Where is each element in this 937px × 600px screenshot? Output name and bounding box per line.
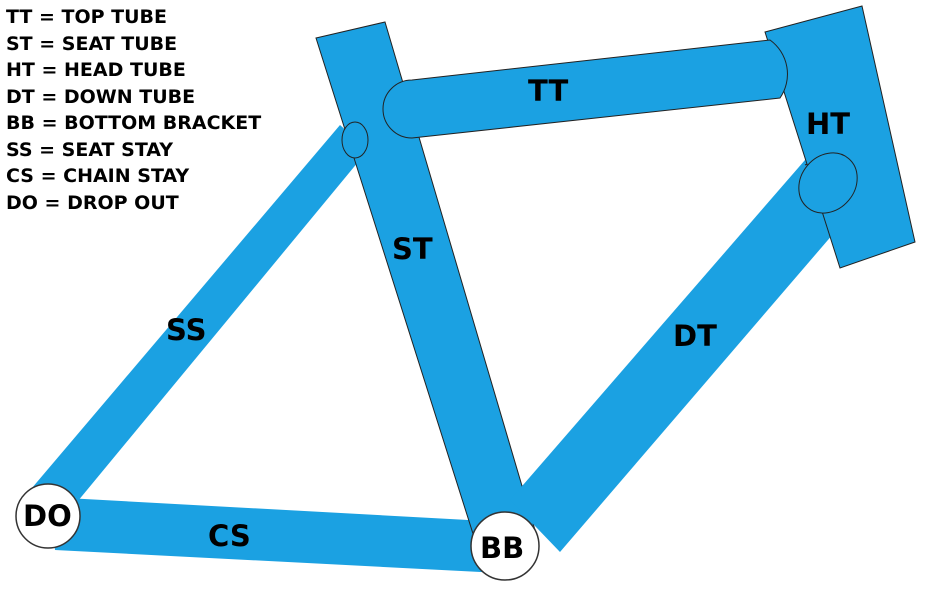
down-tube-cap bbox=[798, 152, 858, 214]
label-bb: BB bbox=[480, 531, 524, 565]
label-do: DO bbox=[23, 499, 72, 533]
label-dt: DT bbox=[673, 319, 717, 353]
chain-stay bbox=[48, 497, 505, 573]
label-cs: CS bbox=[208, 519, 251, 553]
legend-item-cs: CS = CHAIN STAY bbox=[6, 165, 190, 187]
bottom-bracket-joint bbox=[470, 511, 540, 581]
legend-item-do: DO = DROP OUT bbox=[6, 191, 179, 214]
label-st: ST bbox=[392, 232, 433, 266]
legend-item-ht: HT = HEAD TUBE bbox=[6, 59, 186, 81]
label-ht: HT bbox=[806, 107, 850, 141]
legend: TT = TOP TUBE ST = SEAT TUBE HT = HEAD T… bbox=[6, 4, 261, 216]
drop-out-joint bbox=[15, 483, 81, 549]
top-tube bbox=[382, 39, 788, 139]
legend-item-bb: BB = BOTTOM BRACKET bbox=[6, 112, 262, 134]
legend-item-dt: DT = DOWN TUBE bbox=[6, 85, 196, 108]
seat-stay bbox=[26, 125, 368, 513]
legend-item-ss: SS = SEAT STAY bbox=[6, 138, 173, 161]
legend-item-st: ST = SEAT TUBE bbox=[6, 32, 178, 55]
legend-item-tt: TT = TOP TUBE bbox=[6, 6, 168, 28]
seat-stay-cap bbox=[341, 121, 369, 159]
label-tt: TT bbox=[528, 74, 568, 108]
label-ss: SS bbox=[166, 313, 206, 347]
down-tube bbox=[510, 160, 858, 552]
